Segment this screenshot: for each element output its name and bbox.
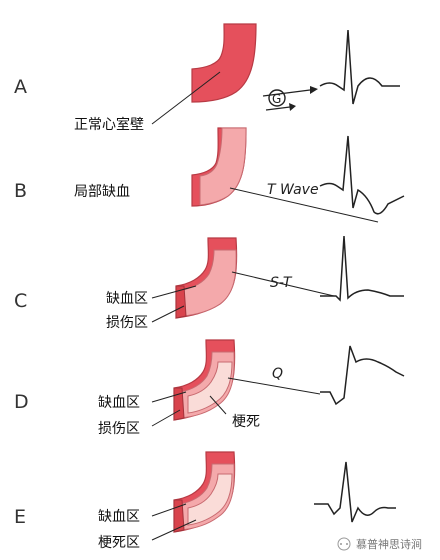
label-injury-c: 损伤区 [106,315,148,331]
infarct-zone-e [187,473,233,526]
label-pointer-normal-wall [151,71,221,125]
label-q-wave: Q [272,366,283,382]
row-e: E 缺血区 梗死区 [14,451,396,551]
row-letter-a: A [14,76,27,98]
pointer-ischemia-d [151,391,187,403]
row-a: A 正常心室壁 G [14,23,400,133]
pointer-injury-c [151,305,185,323]
pointer-infarct-d [209,395,227,415]
pointer-infarct-e [151,519,197,541]
infarct-zone-d [187,361,233,414]
ecg-trace-st-elevation [320,235,404,302]
label-ischemia-c: 缺血区 [106,291,148,307]
ecg-trace-qs-wave [314,461,396,523]
label-ischemia-d: 缺血区 [98,395,140,411]
ecg-trace-normal [319,29,400,105]
label-ischemia-e: 缺血区 [98,509,140,525]
ecg-trace-inverted-t [319,135,405,215]
row-letter-b: B [14,180,27,202]
vector-g-symbol: G [262,86,318,111]
label-injury-d: 损伤区 [98,421,140,437]
label-local-ischemia: 局部缺血 [74,184,130,200]
row-letter-c: C [14,290,27,312]
row-c: C 缺血区 损伤区 S-T [14,235,404,331]
row-d: D 缺血区 损伤区 梗死 Q [14,339,405,437]
heart-wall-normal [191,23,257,103]
vector-g-letter: G [272,92,281,106]
pointer-ischemia-e [151,503,187,517]
label-t-wave: T Wave [267,182,319,198]
pointer-injury-d [151,409,181,427]
row-b: B 局部缺血 T Wave [14,127,405,223]
row-letter-e: E [14,506,26,528]
label-infarct-e: 梗死区 [98,535,140,551]
pointer-t-wave [229,187,379,223]
pointer-st [231,271,335,297]
injury-zone-c [175,285,187,319]
pointer-q-wave [227,377,321,395]
row-letter-d: D [14,391,29,413]
chat-bubble-icon [337,537,351,551]
label-st: S-T [270,275,293,291]
edge-zone-e [173,499,185,533]
watermark-text: 慕普神思诗涧 [356,537,422,551]
label-infarct-d: 梗死 [232,414,260,430]
label-normal-wall: 正常心室壁 [74,116,144,133]
watermark: 慕普神思诗涧 [337,537,422,551]
ischemia-zone-b [199,127,247,206]
pointer-ischemia-c [151,285,197,299]
ecg-trace-q-wave [320,345,405,406]
